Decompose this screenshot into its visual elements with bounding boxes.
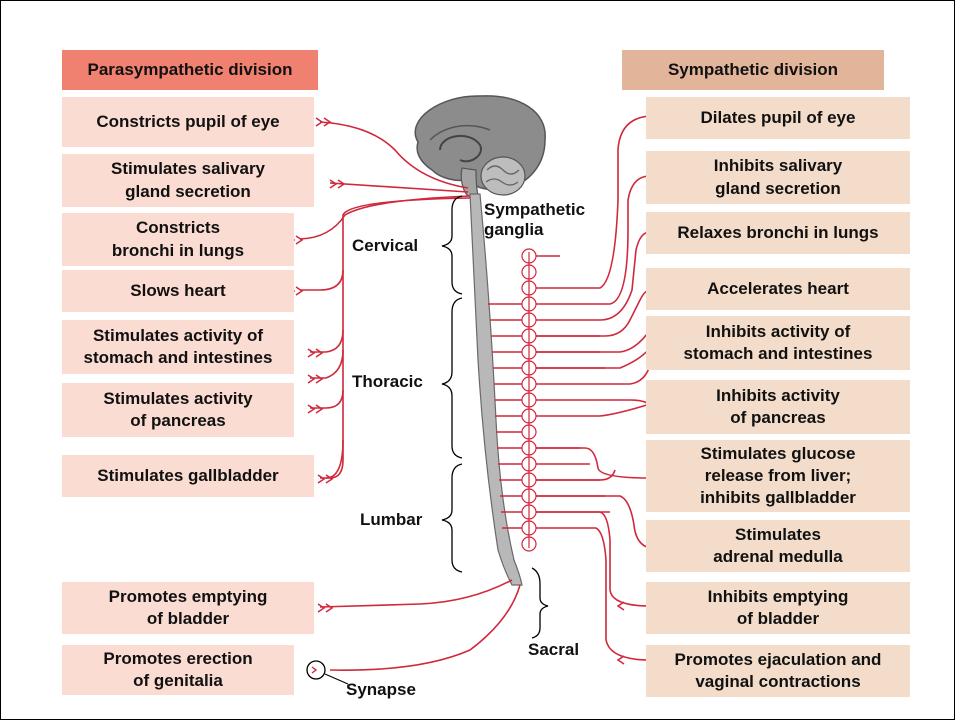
lumbar-label: Lumbar	[360, 510, 422, 530]
symp-item-bladder: Inhibits emptying of bladder	[646, 582, 910, 634]
symp-item-stomach: Inhibits activity of stomach and intesti…	[646, 316, 910, 370]
brain-illustration	[415, 96, 545, 196]
symp-item-salivary: Inhibits salivary gland secretion	[646, 151, 910, 204]
symp-item-genital: Promotes ejaculation and vaginal contrac…	[646, 645, 910, 697]
symp-item-liver: Stimulates glucose release from liver; i…	[646, 440, 910, 512]
sympathetic-title: Sympathetic division	[622, 50, 884, 90]
sacral-label: Sacral	[528, 640, 579, 660]
synapse-label: Synapse	[346, 680, 416, 700]
para-item-genitalia: Promotes erection of genitalia	[62, 645, 294, 695]
symp-item-bronchi: Relaxes bronchi in lungs	[646, 212, 910, 254]
para-item-stomach: Stimulates activity of stomach and intes…	[62, 320, 294, 374]
symp-item-adrenal: Stimulates adrenal medulla	[646, 520, 910, 572]
para-item-pupil: Constricts pupil of eye	[62, 97, 314, 147]
spinal-cord	[470, 194, 522, 585]
ganglia-chain	[522, 249, 536, 551]
para-item-pancreas: Stimulates activity of pancreas	[62, 383, 294, 437]
synapse-marker	[307, 661, 348, 684]
para-item-heart: Slows heart	[62, 270, 294, 312]
parasympathetic-title: Parasympathetic division	[62, 50, 318, 90]
cervical-label: Cervical	[352, 236, 418, 256]
thoracic-label: Thoracic	[352, 372, 423, 392]
symp-item-pupil: Dilates pupil of eye	[646, 97, 910, 139]
ganglia-label: Sympathetic ganglia	[484, 200, 585, 241]
para-item-bronchi: Constricts bronchi in lungs	[62, 213, 294, 266]
symp-item-heart: Accelerates heart	[646, 268, 910, 310]
para-item-gallbladder: Stimulates gallbladder	[62, 455, 314, 497]
para-item-salivary: Stimulates salivary gland secretion	[62, 154, 314, 207]
para-item-bladder: Promotes emptying of bladder	[62, 582, 314, 634]
sympathetic-fibers	[536, 116, 650, 660]
symp-item-pancreas: Inhibits activity of pancreas	[646, 380, 910, 434]
